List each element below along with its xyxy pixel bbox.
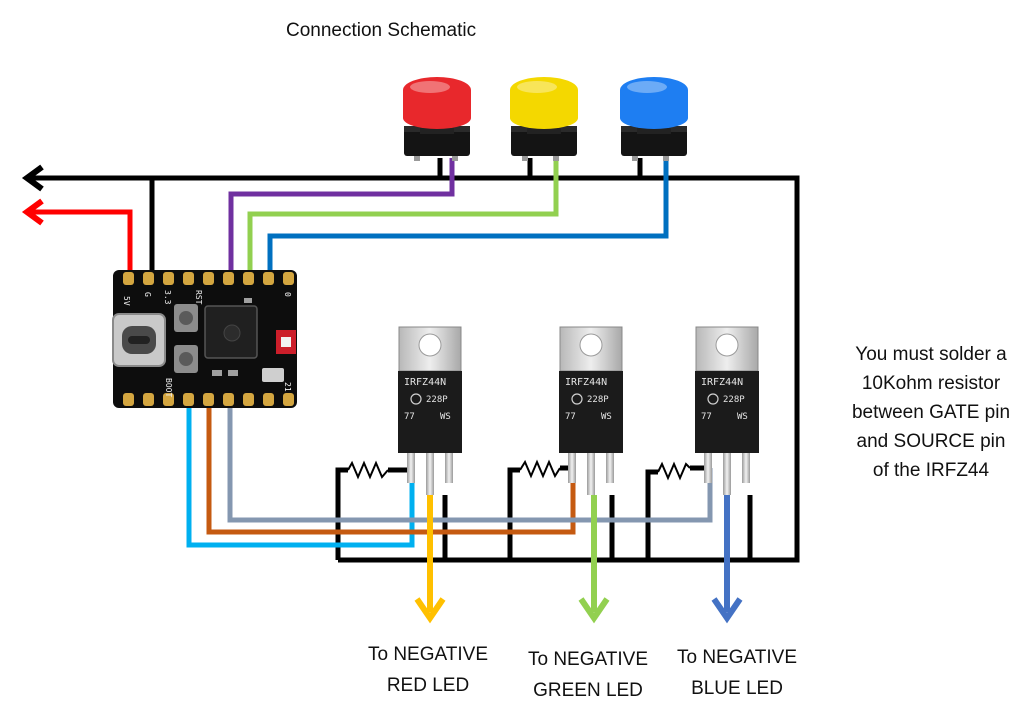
note-line-1: You must solder a xyxy=(855,344,1007,365)
power-wire xyxy=(30,209,133,278)
mosfet-blue: IRFZ44N 228P 77 WS xyxy=(695,326,759,495)
red-button-wire xyxy=(228,158,455,278)
label-blue-led-line1: To NEGATIVE xyxy=(676,647,797,668)
mosfet-blue-part: IRFZ44N xyxy=(701,377,743,388)
output-arrow-green xyxy=(578,597,610,624)
silk-g: G xyxy=(143,292,152,297)
gate-wire-red xyxy=(186,405,415,548)
silk-pin21: 21 xyxy=(283,382,292,392)
push-button-yellow xyxy=(510,77,578,161)
label-green-led: To NEGATIVE GREEN LED xyxy=(513,644,663,706)
mosfet-blue-ws: WS xyxy=(737,412,748,422)
label-green-led-line2: GREEN LED xyxy=(533,680,643,701)
power-arrow xyxy=(21,198,44,226)
blue-button-wire xyxy=(267,158,669,278)
mosfet-red: IRFZ44N 228P 77 WS xyxy=(398,326,462,495)
mosfet-red-ws: WS xyxy=(440,412,451,422)
output-arrow-red xyxy=(414,597,446,624)
mosfet-red-code: 228P xyxy=(426,395,448,405)
label-red-led-line1: To NEGATIVE xyxy=(367,644,488,665)
note-line-4: and SOURCE pin xyxy=(856,431,1006,452)
button-cap-blue-top xyxy=(620,77,688,103)
resistor-note: You must solder a 10Kohm resistor betwee… xyxy=(836,340,1026,485)
label-red-led: To NEGATIVE RED LED xyxy=(353,639,503,701)
mosfet-green-lot: 77 xyxy=(565,412,576,422)
mosfet-red-lot: 77 xyxy=(404,412,415,422)
resistor-red xyxy=(347,460,389,480)
button-cap-yellow-top xyxy=(510,77,578,103)
label-green-led-line1: To NEGATIVE xyxy=(527,649,648,670)
mosfet-blue-code: 228P xyxy=(723,395,745,405)
silk-pin0: 0 xyxy=(283,292,292,297)
silk-boot: BOOT xyxy=(164,378,173,397)
label-blue-led: To NEGATIVE BLUE LED xyxy=(662,642,812,704)
push-button-blue xyxy=(620,77,688,161)
silk-5v: 5V xyxy=(122,296,131,306)
mosfet-red-part: IRFZ44N xyxy=(404,377,446,388)
label-red-led-line2: RED LED xyxy=(386,675,470,696)
mosfet-green: IRFZ44N 228P 77 WS xyxy=(559,326,623,495)
resistor-blue xyxy=(657,461,691,481)
push-button-red xyxy=(403,77,471,161)
note-line-3: between GATE pin xyxy=(851,402,1011,423)
silk-rst: RST xyxy=(194,290,203,305)
resistor-green xyxy=(519,459,561,479)
silk-3v3: 3.3 xyxy=(163,290,172,305)
yellow-button-wire xyxy=(247,158,559,278)
esp32-c3-board: 5V G 3.3 RST BOOT 0 21 xyxy=(112,270,297,408)
mosfet-green-ws: WS xyxy=(601,412,612,422)
note-line-2: 10Kohm resistor xyxy=(861,373,1001,394)
mosfet-blue-lot: 77 xyxy=(701,412,712,422)
label-blue-led-line2: BLUE LED xyxy=(691,678,783,699)
mosfet-green-code: 228P xyxy=(587,395,609,405)
button-cap-red-top xyxy=(403,77,471,103)
gate-wire-green xyxy=(206,405,576,535)
mosfet-green-part: IRFZ44N xyxy=(565,377,607,388)
ground-arrow xyxy=(21,164,44,192)
diagram-title: Connection Schematic xyxy=(286,20,477,41)
output-arrow-blue xyxy=(711,597,743,624)
gate-wire-blue xyxy=(227,405,713,523)
note-line-5: of the IRFZ44 xyxy=(872,460,990,481)
